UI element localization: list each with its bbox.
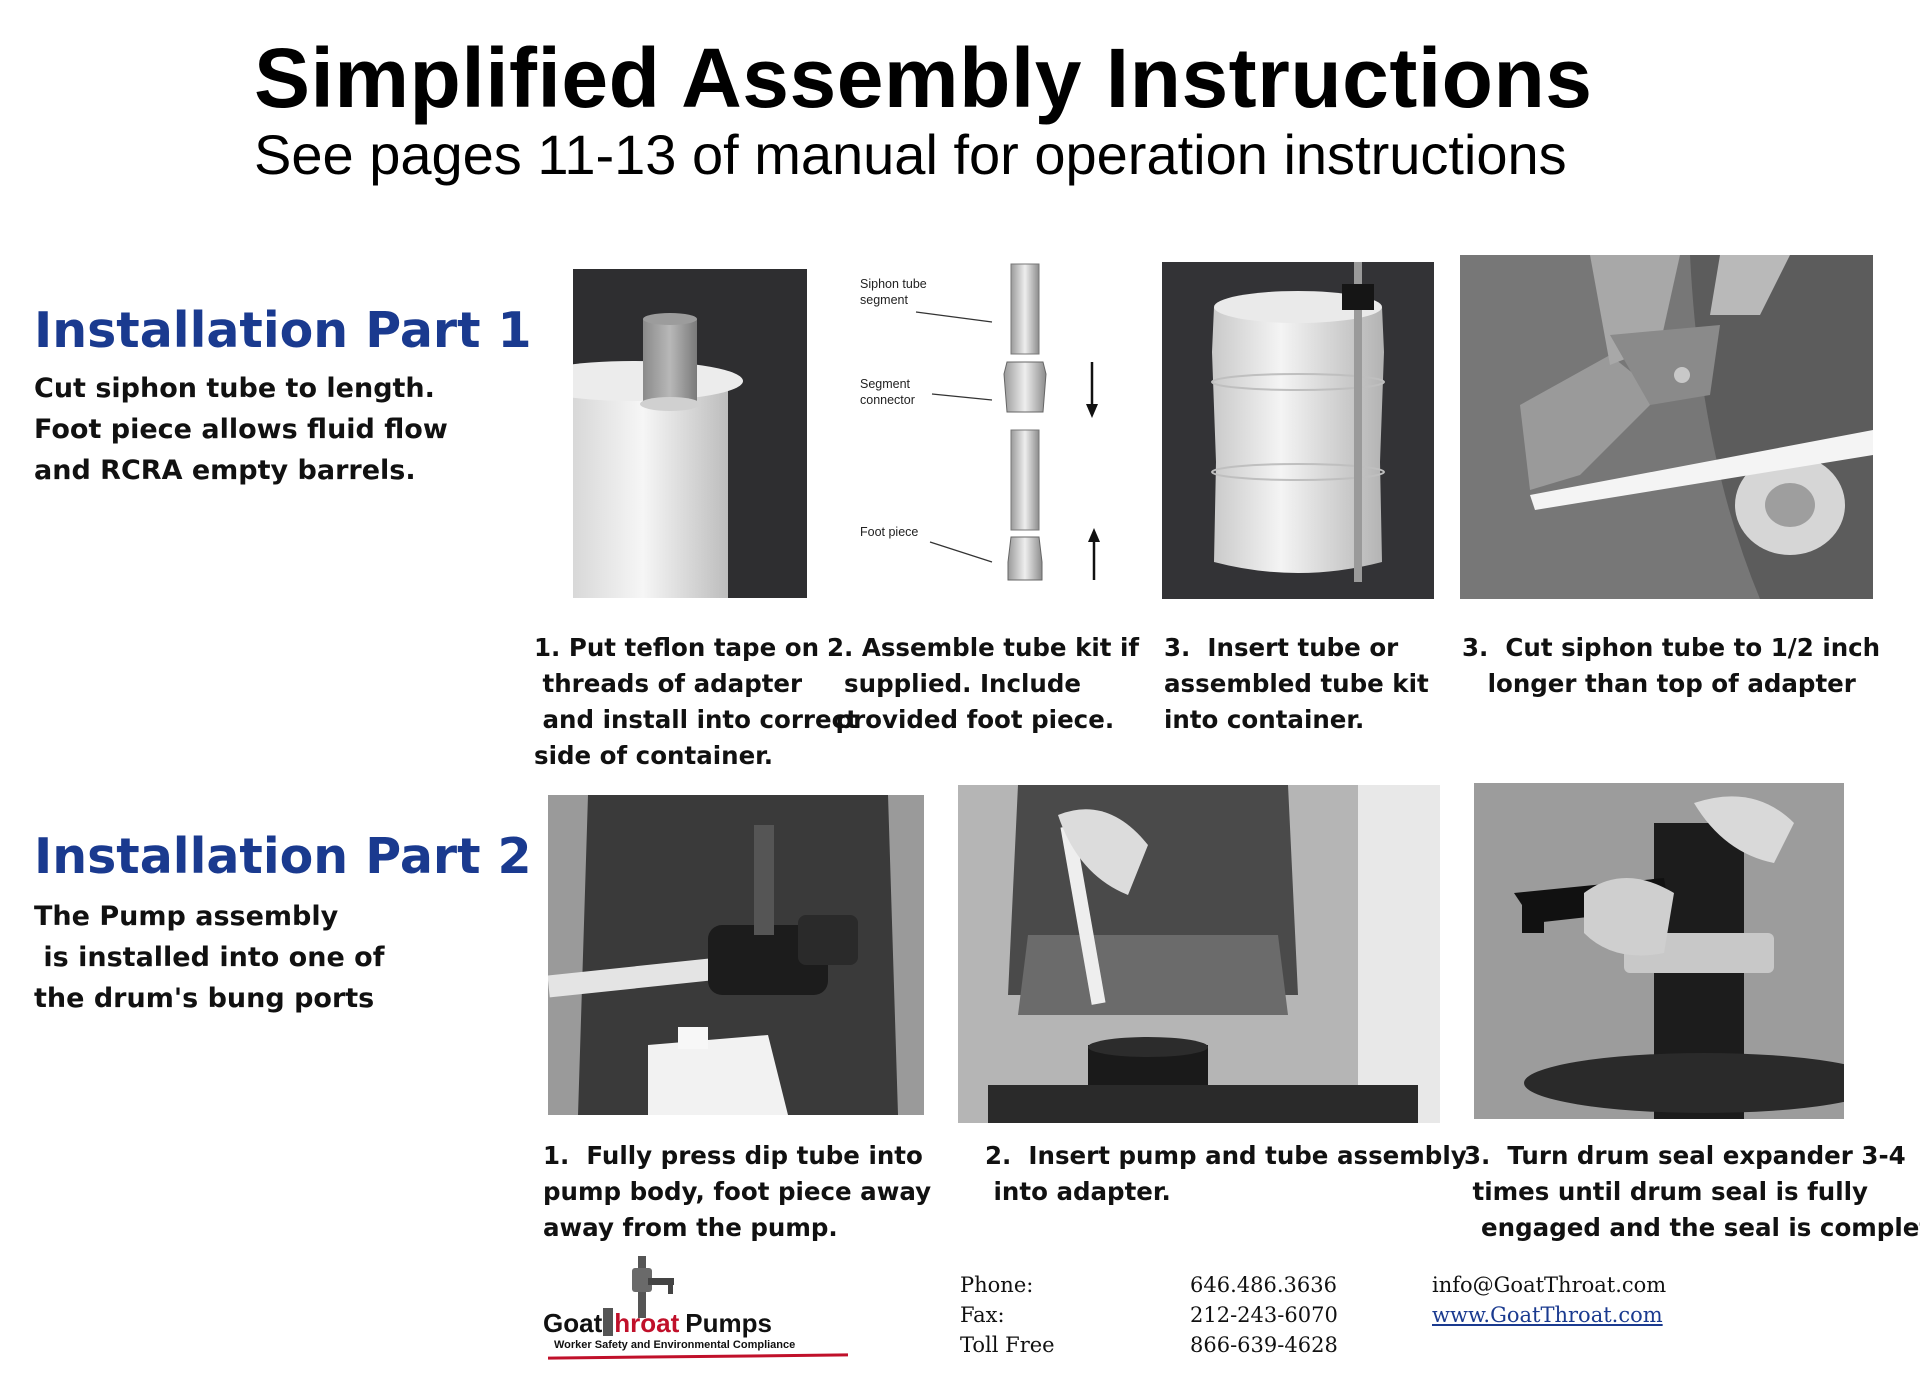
contact-online: info@GoatThroat.com www.GoatThroat.com <box>1432 1270 1666 1330</box>
contact-label-toll-free: Toll Free <box>960 1333 1055 1357</box>
part1-description-line: and RCRA empty barrels. <box>34 455 416 486</box>
website-link[interactable]: www.GoatThroat.com <box>1432 1303 1663 1327</box>
press-dip-tube-illustration <box>548 795 924 1115</box>
drum-adapter-illustration <box>573 313 743 598</box>
label-siphon-tube-segment: Siphon tube segment <box>860 277 927 307</box>
contact-email: info@GoatThroat.com <box>1432 1273 1667 1297</box>
photo-adapter-on-drum <box>573 269 807 598</box>
part1-step4-caption: 3. Cut siphon tube to 1/2 inch longer th… <box>1462 633 1881 698</box>
part2-step1-caption: 1. Fully press dip tube into pump body, … <box>543 1141 932 1242</box>
part2-description: The Pump assembly is installed into one … <box>34 896 384 1019</box>
contact-value-phone: 646.486.3636 <box>1190 1273 1337 1297</box>
tube-kit-diagram <box>915 263 1100 581</box>
logo-throat: hroat <box>614 1308 680 1338</box>
part1-step1-caption: 1. Put teflon tape on threads of adapter… <box>534 633 858 770</box>
label-foot-piece: Foot piece <box>860 525 919 539</box>
photo-tube-in-drum <box>1162 262 1434 599</box>
part2-step2-caption: 2. Insert pump and tube assembly into ad… <box>985 1141 1467 1206</box>
cutting-tube-illustration <box>1460 255 1873 599</box>
contact-value-toll-free: 866-639-4628 <box>1190 1333 1338 1357</box>
part1-step3-caption: 3. Insert tube or assembled tube kit int… <box>1164 633 1429 734</box>
logo-tagline: Worker Safety and Environmental Complian… <box>554 1339 796 1351</box>
part1-description-line: Foot piece allows fluid flow <box>34 414 448 445</box>
label-segment-connector: Segment connector <box>860 377 915 407</box>
part2-heading: Installation Part 2 <box>34 828 532 885</box>
contact-labels: Phone: Fax: Toll Free <box>960 1270 1055 1360</box>
part1-heading: Installation Part 1 <box>34 302 532 359</box>
photo-press-dip-tube <box>548 795 924 1115</box>
part1-step2-caption: 2. Assemble tube kit if supplied. Includ… <box>827 633 1140 734</box>
insert-pump-illustration <box>958 785 1440 1123</box>
contact-label-fax: Fax: <box>960 1303 1005 1327</box>
logo-t-pump-icon <box>603 1308 614 1336</box>
photo-cut-siphon-tube <box>1460 255 1873 599</box>
contact-values: 646.486.3636 212-243-6070 866-639-4628 <box>1190 1270 1338 1360</box>
photo-drum-seal-expander <box>1474 783 1844 1119</box>
drum-seal-illustration <box>1474 783 1844 1119</box>
part2-step3-caption: 3. Turn drum seal expander 3-4 times unt… <box>1464 1141 1920 1242</box>
diagram-tube-kit: Siphon tube segment Segment connector Fo… <box>842 262 1112 592</box>
contact-value-fax: 212-243-6070 <box>1190 1303 1338 1327</box>
contact-label-phone: Phone: <box>960 1273 1034 1297</box>
logo-pumps: Pumps <box>685 1308 772 1338</box>
part2-description-line: The Pump assembly <box>34 901 339 932</box>
part2-description-line: is installed into one of <box>34 942 385 973</box>
part1-description-line: Cut siphon tube to length. <box>34 373 435 404</box>
page-title: Simplified Assembly Instructions <box>254 31 1593 125</box>
part1-description: Cut siphon tube to length. Foot piece al… <box>34 368 448 491</box>
pump-logo-icon <box>632 1256 674 1318</box>
logo-goat: Goat <box>543 1308 603 1338</box>
page-subtitle: See pages 11-13 of manual for operation … <box>254 123 1567 186</box>
part2-description-line: the drum's bung ports <box>34 983 375 1014</box>
photo-insert-pump <box>958 785 1440 1123</box>
drum-with-tube-illustration <box>1211 262 1385 582</box>
logo-underline <box>547 1353 849 1360</box>
